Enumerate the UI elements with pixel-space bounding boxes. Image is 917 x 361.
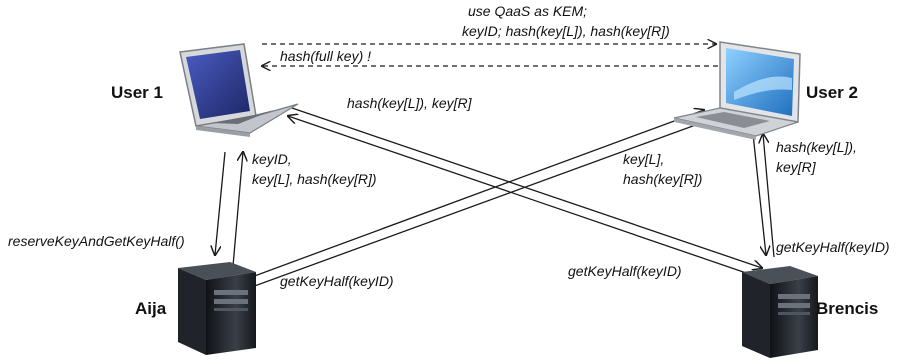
brencis-label: Brencis xyxy=(816,299,878,318)
aija-label: Aija xyxy=(135,299,167,318)
user2-to-brencis-arrow xyxy=(752,133,766,255)
brencis-reply-line2: hash(key[R]) xyxy=(623,171,702,187)
get-half-brencis-label: getKeyHalf(keyID) xyxy=(568,263,682,279)
kem-label-line2: keyID; hash(key[L]), hash(key[R]) xyxy=(462,23,670,39)
get-half-aija-label: getKeyHalf(keyID) xyxy=(280,273,394,289)
kem-label-line1: use QaaS as KEM; xyxy=(468,3,587,19)
hash-full-key-label: hash(full key) ! xyxy=(280,48,371,64)
user2-hash-line1: hash(key[L]), xyxy=(776,139,857,155)
user1-label: User 1 xyxy=(111,83,163,102)
aija-to-user1-arrow xyxy=(232,152,243,267)
aija-reply-line1: keyID, xyxy=(252,151,292,167)
user1-laptop-icon xyxy=(179,43,299,137)
brencis-to-user2-arrow xyxy=(763,134,775,258)
user2-laptop-icon xyxy=(673,41,801,140)
brencis-server-icon xyxy=(742,266,818,358)
get-half-user2-label: getKeyHalf(keyID) xyxy=(776,239,890,255)
user2-to-aija-arrow xyxy=(238,118,713,292)
user1-to-brencis-arrow xyxy=(291,107,762,268)
aija-reply-line2: key[L], hash(key[R]) xyxy=(252,171,377,187)
reserve-call-label: reserveKeyAndGetKeyHalf() xyxy=(8,233,185,249)
user1-to-aija-arrow xyxy=(215,151,226,255)
aija-to-user2-arrow xyxy=(229,110,704,286)
brencis-reply-line1: key[L], xyxy=(623,151,664,167)
user2-label: User 2 xyxy=(806,83,858,102)
user1-to-user2-hashes-label: hash(key[L]), key[R] xyxy=(347,95,473,111)
brencis-to-user1-arrow xyxy=(288,116,756,277)
aija-server-icon xyxy=(178,262,256,355)
user2-hash-line2: key[R] xyxy=(776,159,817,175)
